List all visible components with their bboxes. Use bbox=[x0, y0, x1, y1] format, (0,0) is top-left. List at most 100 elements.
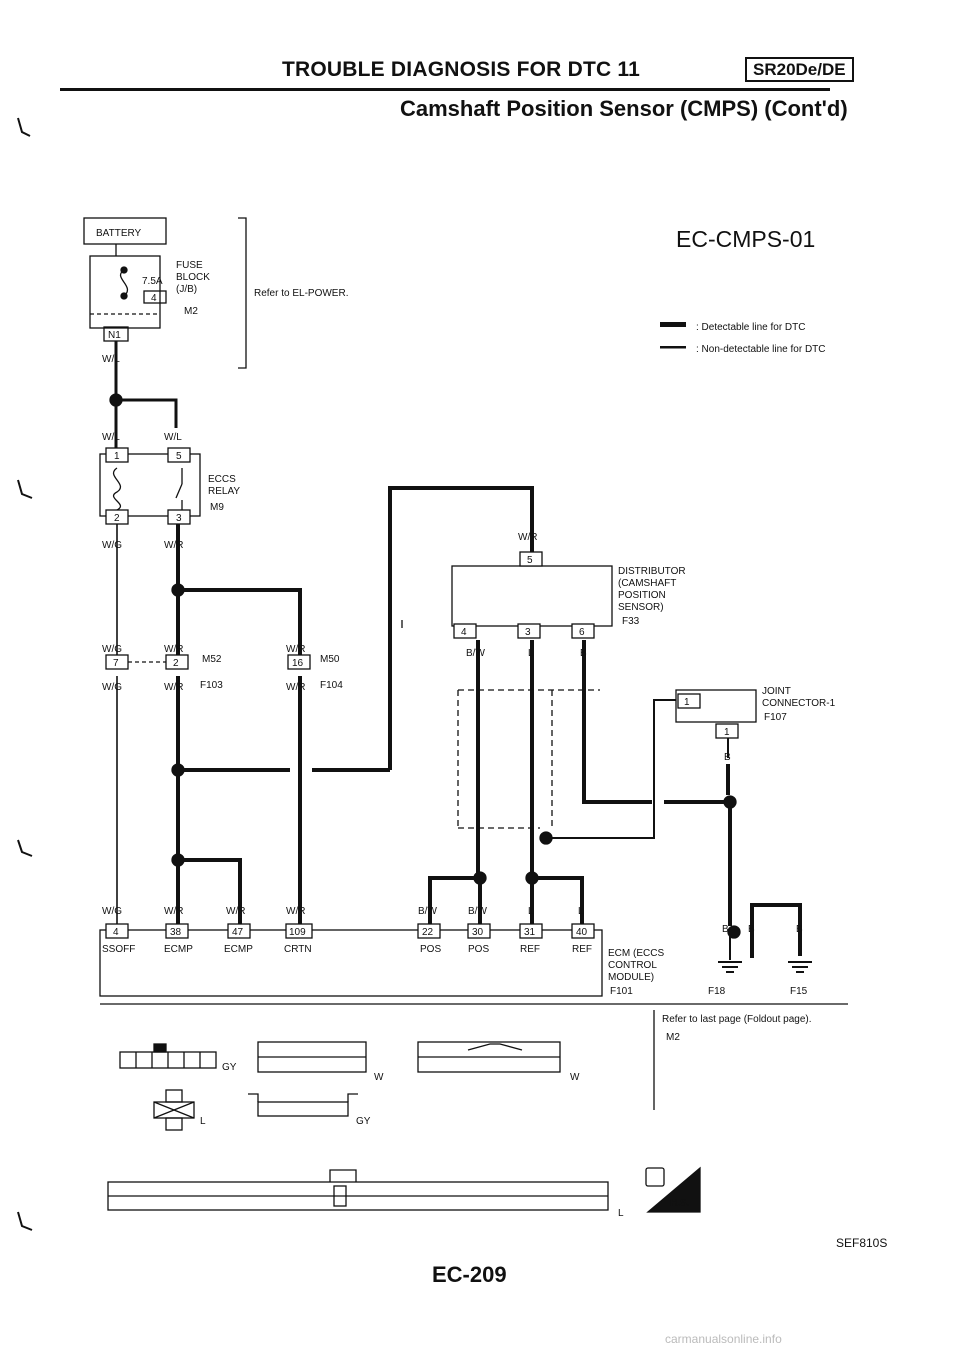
wire-b-gnd-3: B bbox=[796, 924, 803, 935]
wire-wr-4: W/R bbox=[164, 682, 183, 693]
distributor-box bbox=[451, 565, 613, 627]
hs-icon bbox=[646, 1166, 701, 1213]
f33-color: GY bbox=[222, 1062, 237, 1073]
diagram-id: EC-CMPS-01 bbox=[676, 226, 816, 252]
engine-badge: SR20De/DE bbox=[745, 57, 854, 82]
relay-box bbox=[99, 453, 201, 517]
f104-view bbox=[417, 1041, 561, 1073]
fuse-no-box bbox=[143, 290, 167, 304]
legend-non-detectable: : Non-detectable line for DTC bbox=[696, 344, 826, 355]
ecm-box bbox=[99, 929, 603, 997]
wire-wr-ecm-2: W/R bbox=[226, 906, 245, 917]
wire-wr-3: W/R bbox=[286, 644, 305, 655]
ecm-pin-6: 30 bbox=[472, 927, 484, 938]
wire-l-ecm-1: L bbox=[528, 906, 534, 917]
wire-bw-dist: B/W bbox=[466, 648, 485, 659]
reference-code: SEF810S bbox=[836, 1236, 888, 1250]
ecm-func-5: POS bbox=[420, 944, 441, 955]
conn-m52: M52 bbox=[202, 654, 222, 665]
header-rule bbox=[60, 88, 830, 91]
dist-pin-4: 4 bbox=[461, 627, 467, 638]
ecm-pin-8: 40 bbox=[576, 927, 588, 938]
f101-view bbox=[107, 1169, 609, 1211]
dist-pin-6: 6 bbox=[579, 627, 585, 638]
wire-wg-ecm: W/G bbox=[102, 906, 122, 917]
wire-l-ecm-2: L bbox=[578, 906, 584, 917]
f104-color: W bbox=[570, 1072, 580, 1083]
watermark: carmanualsonline.info bbox=[665, 1332, 782, 1346]
wire-wr-ecm-1: W/R bbox=[164, 906, 183, 917]
fuse-symbol bbox=[119, 269, 129, 297]
battery-label: BATTERY bbox=[96, 228, 142, 239]
harness-icon bbox=[645, 1167, 665, 1187]
f33-view bbox=[119, 1043, 217, 1069]
wire-b-joint: B bbox=[724, 752, 731, 763]
ecm-func-8: REF bbox=[572, 944, 592, 955]
m9-view bbox=[153, 1089, 195, 1131]
fuse-no: 4 bbox=[151, 293, 157, 304]
ecm-func-6: POS bbox=[468, 944, 489, 955]
dist-label-1: DISTRIBUTOR bbox=[618, 566, 686, 577]
wire-wg-3: W/G bbox=[102, 682, 122, 693]
relay-conn: M9 bbox=[210, 502, 224, 513]
wire-wl-2: W/L bbox=[102, 432, 120, 443]
margin-mark bbox=[17, 479, 33, 499]
dist-pin-5: 5 bbox=[527, 555, 533, 566]
dist-label-3: POSITION bbox=[618, 590, 666, 601]
joint-connector-box bbox=[675, 689, 757, 723]
wire-wl-3: W/L bbox=[164, 432, 182, 443]
relay-coil bbox=[112, 467, 122, 511]
relay-label-1: ECCS bbox=[208, 474, 236, 485]
wire-b-gnd-1: B bbox=[722, 924, 729, 935]
fuse-rating: 7.5A bbox=[142, 276, 163, 287]
wire-l-dist: L bbox=[528, 648, 534, 659]
fuse-conn: M2 bbox=[184, 306, 198, 317]
dist-label-2: (CAMSHAFT bbox=[618, 578, 676, 589]
wire-wr-1: W/R bbox=[164, 540, 183, 551]
margin-mark bbox=[17, 1211, 33, 1231]
wire-wr-2: W/R bbox=[164, 644, 183, 655]
conn-f103: F103 bbox=[200, 680, 223, 691]
wire-b-gnd-2: B bbox=[748, 924, 755, 935]
joint-label-2: CONNECTOR-1 bbox=[762, 698, 836, 709]
conn-pin-16: 16 bbox=[292, 658, 304, 669]
fuse-block-label-1: FUSE bbox=[176, 260, 203, 271]
ecm-func-3: ECMP bbox=[224, 944, 253, 955]
ecm-label-2: CONTROL bbox=[608, 960, 657, 971]
page-number: EC-209 bbox=[432, 1262, 507, 1287]
dist-pin-3: 3 bbox=[525, 627, 531, 638]
wire-wr-ecm-3: W/R bbox=[286, 906, 305, 917]
relay-pin-5: 5 bbox=[176, 451, 182, 462]
margin-mark bbox=[17, 117, 31, 137]
f107-color: GY bbox=[356, 1116, 371, 1127]
foldout-conn: M2 bbox=[666, 1032, 680, 1043]
ecm-func-4: CRTN bbox=[284, 944, 312, 955]
f101-color: L bbox=[618, 1208, 624, 1219]
dist-conn: F33 bbox=[622, 616, 640, 627]
ecm-func-2: ECMP bbox=[164, 944, 193, 955]
relay-pin-1: 1 bbox=[114, 451, 120, 462]
wire-wg-1: W/G bbox=[102, 540, 122, 551]
ecm-pin-7: 31 bbox=[524, 927, 536, 938]
ecm-pin-5: 22 bbox=[422, 927, 434, 938]
ground-f15: F15 bbox=[790, 986, 808, 997]
margin-mark bbox=[17, 839, 33, 857]
legend-detectable: : Detectable line for DTC bbox=[696, 322, 806, 333]
relay-pin-2: 2 bbox=[114, 513, 120, 524]
ecm-label-3: MODULE) bbox=[608, 972, 654, 983]
joint-pin-b: 1 bbox=[724, 727, 730, 738]
wr-feed bbox=[388, 486, 534, 770]
f107-view bbox=[248, 1093, 358, 1117]
joint-conn: F107 bbox=[764, 712, 787, 723]
fuse-block-label-3: (J/B) bbox=[176, 284, 197, 295]
ecm-pin-2: 38 bbox=[170, 927, 182, 938]
wire-wr-dist: W/R bbox=[518, 532, 537, 543]
battery-box bbox=[83, 217, 167, 245]
conn-f104: F104 bbox=[320, 680, 343, 691]
wire-bw-ecm-1: B/W bbox=[418, 906, 437, 917]
ecm-func-1: SSOFF bbox=[102, 944, 135, 955]
ecm-pin-3: 47 bbox=[232, 927, 244, 938]
joint-pin-a: 1 bbox=[684, 697, 690, 708]
fuse-block-box bbox=[89, 255, 161, 329]
